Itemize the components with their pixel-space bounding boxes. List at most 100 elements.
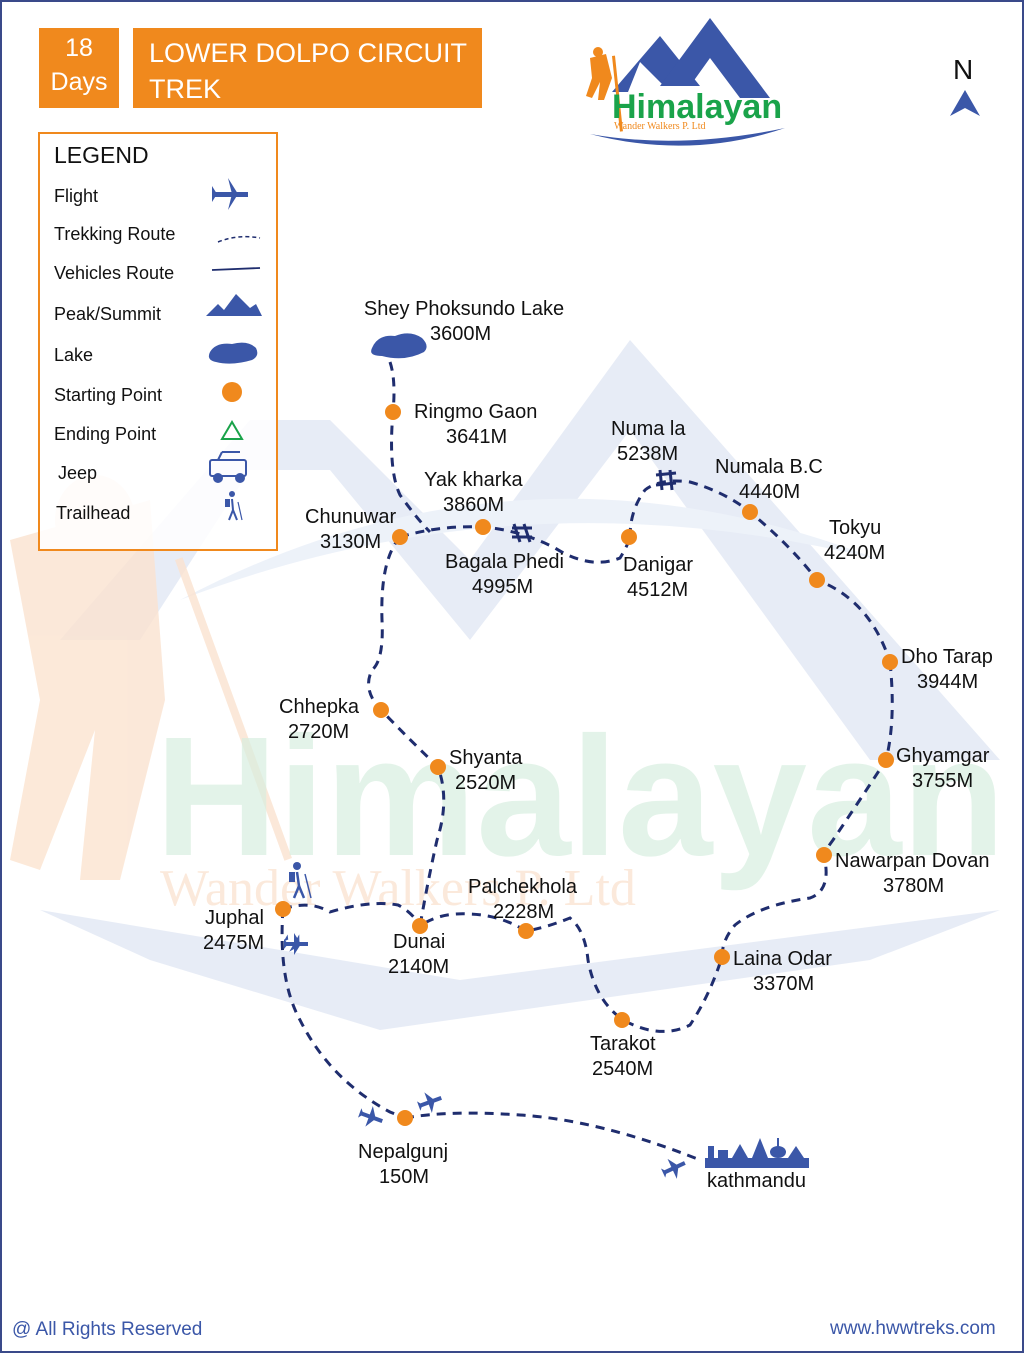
legend-label-lake: Lake: [54, 345, 94, 365]
label-nawarpan-dovan: Nawarpan Dovan: [835, 850, 990, 872]
hiker-icon: [289, 862, 312, 899]
label-yak-kharka: Yak kharka: [424, 469, 523, 491]
alt-chhepka: 2720M: [288, 721, 350, 743]
legend-box: LEGEND Flight Trekking Route Vehicles Ro…: [38, 132, 278, 551]
trek-title-line2: TREK: [149, 74, 222, 104]
lake-icon: [371, 333, 427, 359]
logo-name: Himalayan: [612, 88, 783, 126]
mountain-icon: [206, 294, 262, 316]
label-tokyu: Tokyu: [829, 517, 882, 539]
lake-icon: [208, 342, 258, 364]
legend-label-jeep: Jeep: [58, 463, 98, 483]
label-dunai: Dunai: [393, 931, 446, 953]
days-label: Days: [50, 68, 108, 96]
legend-label-trailhead: Trailhead: [56, 503, 131, 523]
trek-title-line1: LOWER DOLPO CIRCUIT: [149, 38, 468, 68]
logo-subtitle: Wander Walkers P. Ltd: [614, 121, 706, 132]
orange-dot-icon: [222, 382, 242, 402]
waypoint-tokyu: [809, 572, 825, 588]
alt-palchekhola: 2228M: [493, 901, 555, 923]
alt-numa-la: 5238M: [617, 443, 679, 465]
legend-label-starting-point: Starting Point: [54, 385, 163, 405]
legend-title: LEGEND: [54, 142, 149, 168]
alt-ghyamgar: 3755M: [912, 770, 974, 792]
plane-icon: [284, 933, 308, 955]
plane-icon: [358, 1105, 383, 1127]
label-dho-tarap: Dho Tarap: [901, 646, 993, 668]
days-number: 18: [65, 34, 93, 62]
waypoint-danigar: [621, 529, 637, 545]
waypoint-laina-odar: [714, 949, 730, 965]
dashed-line-icon: [217, 235, 261, 243]
alt-nawarpan-dovan: 3780M: [883, 875, 945, 897]
waypoint-juphal: [275, 901, 291, 917]
waypoint-ghyamgar: [878, 752, 894, 768]
waypoint-ringmo-gaon: [385, 404, 401, 420]
alt-bagala-phedi: 4995M: [472, 576, 534, 598]
waypoints: [275, 404, 898, 1126]
north-arrow-icon: [950, 90, 980, 116]
label-numa-la: Numa la: [611, 418, 686, 440]
waypoint-dunai: [412, 918, 428, 934]
waypoint-dho-tarap: [882, 654, 898, 670]
label-palchekhola: Palchekhola: [468, 876, 577, 898]
trek-title-badge: LOWER DOLPO CIRCUIT TREK: [133, 28, 482, 108]
waypoint-nepalgunj: [397, 1110, 413, 1126]
label-laina-odar: Laina Odar: [733, 948, 832, 970]
alt-danigar: 4512M: [627, 579, 689, 601]
label-ringmo-gaon: Ringmo Gaon: [414, 401, 538, 423]
label-ghyamgar: Ghyamgar: [896, 745, 990, 767]
waypoint-chunuwar: [392, 529, 408, 545]
alt-shey-phoksundo: 3600M: [430, 323, 492, 345]
jeep-icon: [209, 451, 247, 483]
flight-markers: [283, 933, 686, 1179]
green-triangle-icon: [220, 420, 244, 440]
legend-label-ending-point: Ending Point: [54, 424, 157, 444]
label-tarakot: Tarakot: [590, 1033, 656, 1055]
legend-label-flight: Flight: [54, 186, 99, 206]
alt-tarakot: 2540M: [592, 1058, 654, 1080]
waypoint-yak-kharka: [475, 519, 491, 535]
svg-text:Himalayan: Himalayan: [155, 702, 1005, 892]
waypoint-palchekhola: [518, 923, 534, 939]
plane-icon: [661, 1158, 686, 1179]
north-label: N: [953, 54, 974, 85]
alt-dunai: 2140M: [388, 956, 450, 978]
alt-numala-bc: 4440M: [739, 481, 801, 503]
plane-icon: [212, 178, 248, 210]
legend-label-vehicles-route: Vehicles Route: [54, 263, 175, 283]
svg-text:Wander Walkers P. Ltd: Wander Walkers P. Ltd: [160, 860, 636, 917]
label-nepalgunj: Nepalgunj: [358, 1141, 449, 1163]
days-badge: 18 Days: [39, 28, 119, 108]
waypoint-numala-bc: [742, 504, 758, 520]
pass-marker-bagala: [512, 523, 532, 543]
legend-symbols: [206, 178, 262, 521]
logo-mark: [586, 18, 785, 146]
label-shey-phoksundo: Shey Phoksundo Lake: [363, 298, 565, 320]
kathmandu-skyline-icon: [705, 1138, 809, 1168]
hiker-icon: [225, 491, 243, 521]
alt-tokyu: 4240M: [824, 542, 886, 564]
alt-ringmo-gaon: 3641M: [446, 426, 508, 448]
alt-shyanta: 2520M: [455, 772, 517, 794]
watermark-text: Himalayan Wander Walkers P. Ltd: [155, 702, 1005, 917]
label-bagala-phedi: Bagala Phedi: [445, 551, 564, 573]
website-link[interactable]: www.hwwtreks.com: [830, 1318, 996, 1339]
waypoint-chhepka: [373, 702, 389, 718]
label-shyanta: Shyanta: [449, 747, 523, 769]
label-numala-bc: Numala B.C: [715, 456, 823, 478]
solid-line-icon: [211, 267, 261, 271]
watermark-mountains: [40, 340, 1000, 1030]
label-juphal: Juphal: [205, 907, 264, 929]
alt-yak-kharka: 3860M: [443, 494, 505, 516]
alt-juphal: 2475M: [203, 932, 265, 954]
label-danigar: Danigar: [623, 554, 694, 576]
label-chhepka: Chhepka: [279, 696, 360, 718]
alt-dho-tarap: 3944M: [917, 671, 979, 693]
legend-label-peak: Peak/Summit: [54, 304, 162, 324]
waypoint-shyanta: [430, 759, 446, 775]
copyright-text: @ All Rights Reserved: [12, 1319, 203, 1340]
label-kathmandu: kathmandu: [707, 1170, 806, 1192]
